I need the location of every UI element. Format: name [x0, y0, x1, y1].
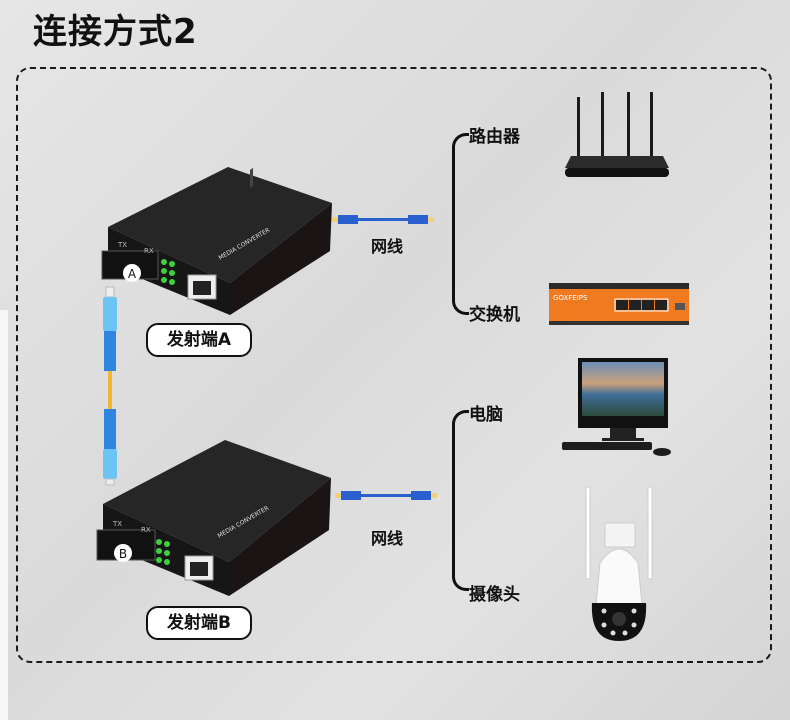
label-computer: 电脑: [469, 405, 503, 425]
badge-b: [114, 544, 132, 562]
cable-label-top: 网线: [371, 237, 404, 256]
lan-cable-icon: [332, 215, 434, 224]
diagram-frame: [16, 67, 772, 663]
bracket-top: [452, 133, 469, 315]
router-icon: [565, 92, 669, 177]
converter-side: [229, 478, 331, 596]
label-switch: 交换机: [469, 305, 520, 325]
background-strip: [0, 310, 8, 720]
label-router: 路由器: [469, 127, 520, 147]
svg-text:A: A: [128, 267, 137, 281]
cable-label-bottom: 网线: [371, 529, 404, 548]
badge-a: [123, 264, 141, 282]
media-converter-b: B TX RX MEDIA CONVERTER: [96, 440, 331, 596]
svg-text:TX: TX: [112, 520, 122, 528]
svg-text:RX: RX: [141, 526, 151, 534]
computer-icon: [562, 358, 671, 456]
media-converter-a: A TX RX MEDIA CONVERTER: [101, 167, 332, 315]
converter-top: [108, 167, 332, 283]
camera-icon: [585, 486, 653, 641]
transmitter-a-label: 发射端A: [146, 323, 252, 357]
converter-top: [103, 440, 331, 562]
switch-icon: GOXFEIPS: [549, 283, 689, 325]
lan-cable-icon: [335, 491, 437, 500]
bracket-bottom: [452, 410, 469, 591]
label-camera: 摄像头: [469, 585, 520, 605]
page-title: 连接方式2: [33, 12, 198, 52]
svg-text:B: B: [119, 547, 127, 561]
fiber-cable: [103, 286, 117, 486]
status-leds: [161, 259, 175, 285]
converter-side: [230, 203, 332, 315]
status-leds: [156, 539, 170, 565]
transmitter-b-label: 发射端B: [146, 606, 252, 640]
svg-text:GOXFEIPS: GOXFEIPS: [553, 294, 588, 302]
svg-text:RX: RX: [144, 247, 154, 255]
svg-text:TX: TX: [117, 241, 127, 249]
